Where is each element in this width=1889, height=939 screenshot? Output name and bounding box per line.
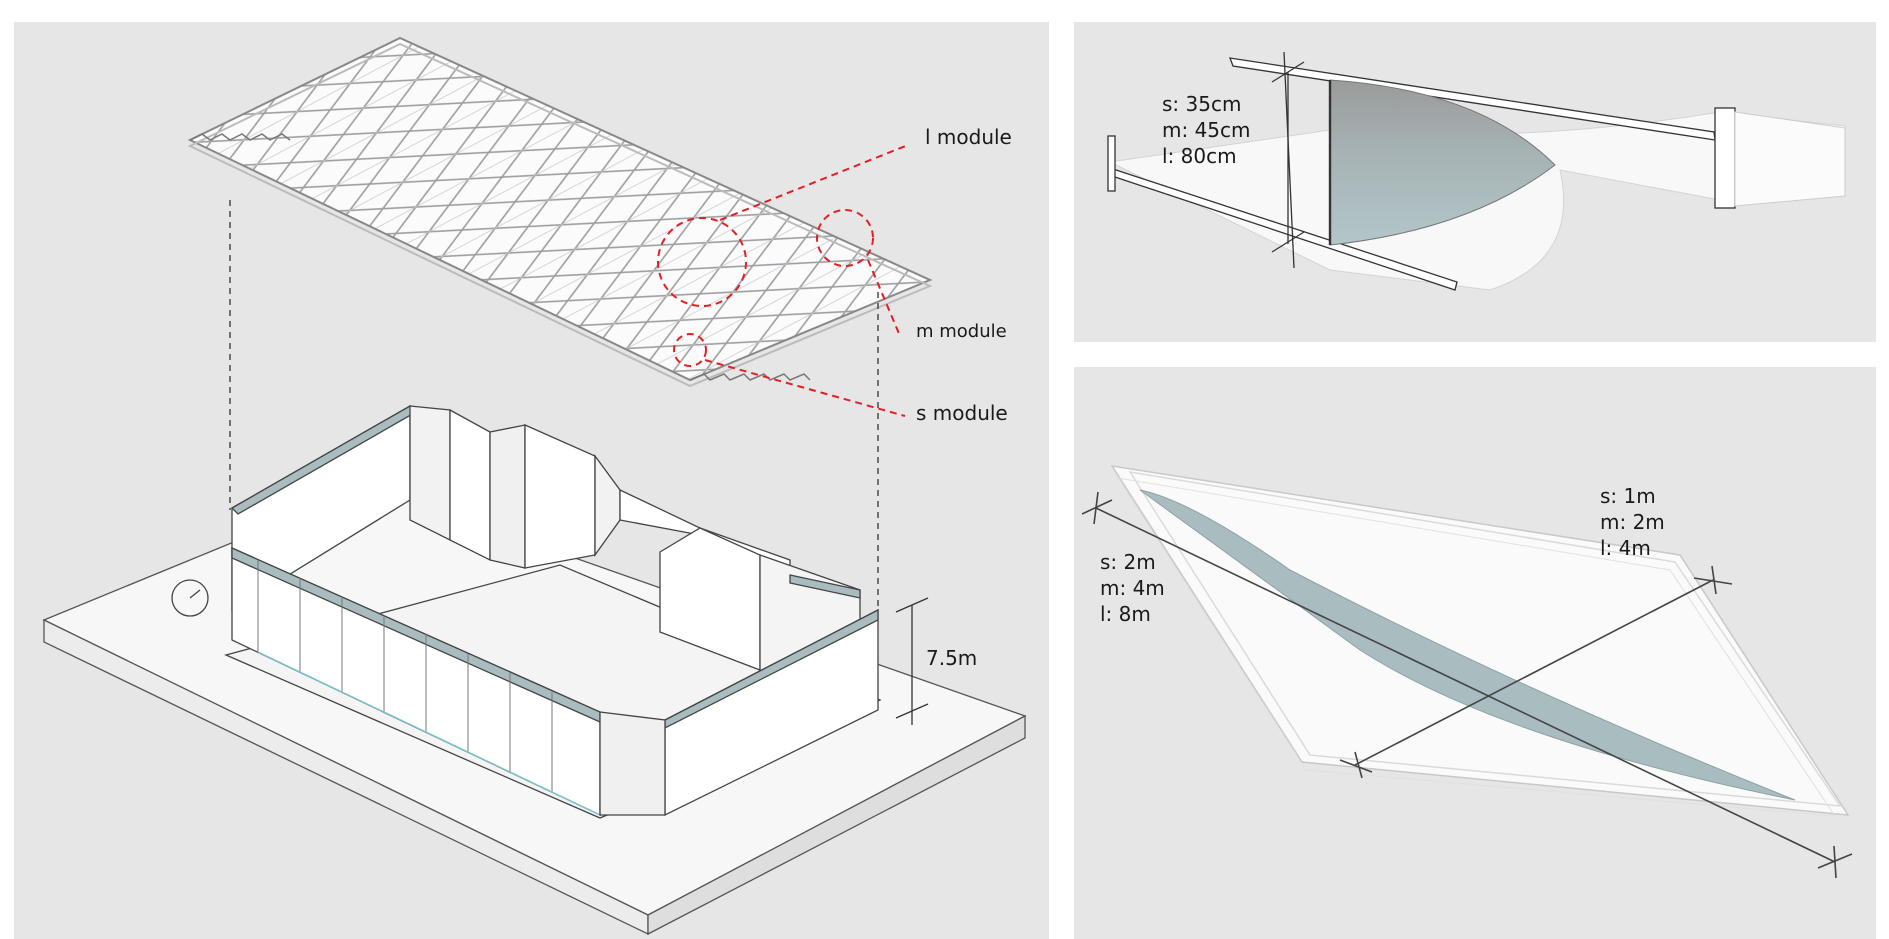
module-highlights bbox=[657, 144, 909, 417]
plan-drawing bbox=[1110, 465, 1850, 817]
section-dim-l: l: 80cm bbox=[1162, 144, 1237, 168]
plan-short-dim-l: l: 4m bbox=[1600, 536, 1651, 560]
plan-long-dim-s: s: 2m bbox=[1100, 550, 1156, 574]
section-dimension bbox=[1271, 51, 1305, 269]
roof-grid bbox=[187, 36, 933, 388]
s-module-label: s module bbox=[916, 401, 1008, 425]
section-drawing bbox=[1107, 57, 1846, 291]
north-arrow-tick bbox=[189, 589, 201, 599]
plan-short-dim-s: s: 1m bbox=[1600, 484, 1656, 508]
plan-dimensions bbox=[1081, 491, 1853, 879]
l-module-label: l module bbox=[925, 125, 1012, 149]
plan-long-dim-l: l: 8m bbox=[1100, 602, 1151, 626]
section-dim-m: m: 45cm bbox=[1162, 118, 1251, 142]
projection-lines bbox=[229, 200, 879, 610]
m-module-label: m module bbox=[916, 321, 1007, 342]
building bbox=[224, 404, 882, 819]
section-dim-s: s: 35cm bbox=[1162, 92, 1241, 116]
height-dimension bbox=[895, 597, 929, 725]
north-arrow-circle bbox=[171, 579, 209, 617]
height-label: 7.5m bbox=[926, 646, 977, 670]
plan-long-dim-m: m: 4m bbox=[1100, 576, 1165, 600]
plan-short-dim-m: m: 2m bbox=[1600, 510, 1665, 534]
